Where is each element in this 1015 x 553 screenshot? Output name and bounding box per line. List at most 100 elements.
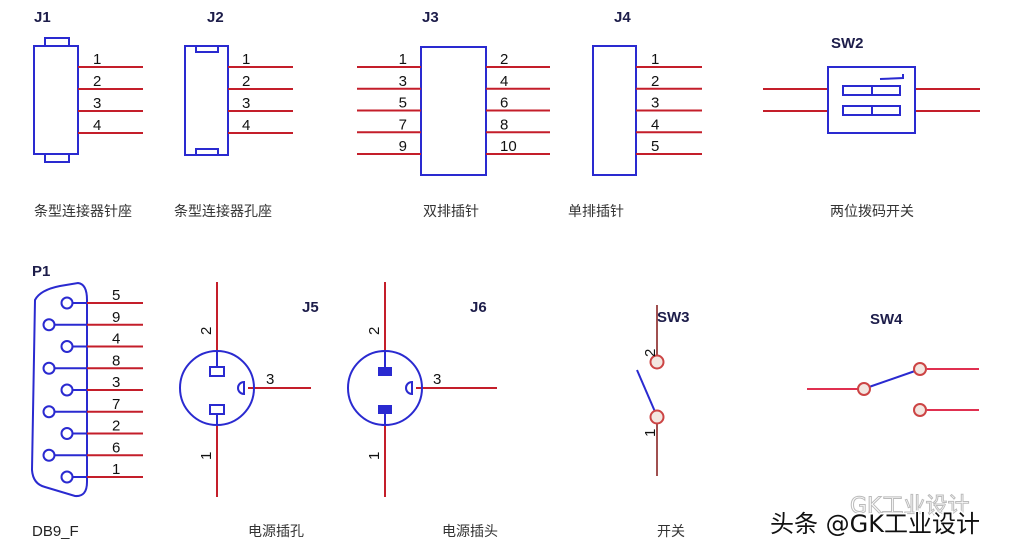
sw4-contact-2 bbox=[913, 403, 927, 417]
p1-pin-socket bbox=[60, 296, 74, 310]
p1-pin-number: 8 bbox=[112, 352, 120, 369]
sw2-body bbox=[827, 66, 916, 134]
j5-pin-bottom-number: 1 bbox=[198, 452, 215, 460]
sw3-contact-1 bbox=[649, 409, 665, 425]
j2-bottom-tab bbox=[195, 148, 219, 156]
j5-pin-side-number: 3 bbox=[266, 371, 274, 388]
j3-caption: 双排插针 bbox=[423, 204, 479, 220]
j5-caption: 电源插孔 bbox=[248, 524, 304, 540]
p1-pin-socket bbox=[60, 470, 74, 484]
sw3-blade bbox=[636, 369, 657, 415]
sw4-spdt-switch: SW4 bbox=[807, 311, 979, 417]
j4-pin-number: 5 bbox=[651, 138, 659, 155]
j5-ref: J5 bbox=[302, 299, 319, 316]
p1-shell bbox=[30, 281, 88, 498]
sw4-contact-common bbox=[857, 382, 871, 396]
j6-pin-bottom-number: 1 bbox=[366, 452, 383, 460]
j1-bottom-tab bbox=[44, 153, 70, 163]
j1-top-tab bbox=[44, 37, 70, 47]
j2-pin-number: 2 bbox=[242, 73, 250, 90]
j1-pin-number: 4 bbox=[93, 117, 101, 134]
j1-pin-number: 3 bbox=[93, 95, 101, 112]
p1-pin-socket bbox=[42, 448, 56, 462]
p1-pin-socket bbox=[42, 361, 56, 375]
j3-right-pin-number: 6 bbox=[500, 95, 508, 112]
p1-pin-number: 7 bbox=[112, 396, 120, 413]
p1-pin-number: 5 bbox=[112, 287, 120, 304]
j1-pin-number: 2 bbox=[93, 73, 101, 90]
j3-left-pin-number: 5 bbox=[399, 95, 407, 112]
j1-ref: J1 bbox=[34, 9, 51, 26]
sw2-arrow-icon bbox=[879, 74, 904, 80]
p1-pin-socket bbox=[42, 318, 56, 332]
p1-pin-socket bbox=[60, 383, 74, 397]
sw4-ref: SW4 bbox=[870, 311, 903, 328]
j4-body bbox=[592, 45, 637, 176]
p1-pin-socket bbox=[60, 340, 74, 353]
j6-pin-top-number: 2 bbox=[366, 327, 383, 335]
watermark-main: 头条 @GK工业设计 bbox=[770, 510, 980, 538]
j2-caption: 条型连接器孔座 bbox=[174, 203, 272, 220]
j6-caption: 电源插头 bbox=[442, 524, 498, 540]
j1-connector-pin-header: J1 条型连接器针座 1 2 3 4 bbox=[33, 9, 143, 220]
sw2-caption: 两位拨码开关 bbox=[830, 204, 914, 220]
sw3-caption: 开关 bbox=[657, 524, 685, 540]
j4-caption: 单排插针 bbox=[568, 204, 624, 220]
j5-pin-top-number: 2 bbox=[198, 327, 215, 335]
j2-body bbox=[184, 45, 229, 156]
sw2-ref: SW2 bbox=[831, 35, 864, 52]
j3-right-pin-number: 10 bbox=[500, 138, 517, 155]
j3-right-pin-number: 4 bbox=[500, 73, 508, 90]
j5-power-jack: J5 2 1 3 电源插孔 bbox=[179, 282, 319, 540]
j4-ref: J4 bbox=[614, 9, 631, 26]
j4-single-row-header: J4 单排插针 1 2 3 4 5 bbox=[568, 9, 702, 220]
j6-ref: J6 bbox=[470, 299, 487, 316]
watermark-faint: GK工业设计 bbox=[850, 494, 969, 519]
j6-side-contact bbox=[405, 380, 413, 396]
j2-top-tab bbox=[195, 45, 219, 53]
j6-pin-side-number: 3 bbox=[433, 371, 441, 388]
p1-pin-number: 2 bbox=[112, 418, 120, 435]
sw3-ref: SW3 bbox=[657, 309, 690, 326]
j2-ref: J2 bbox=[207, 9, 224, 26]
j3-ref: J3 bbox=[422, 9, 439, 26]
sw2-dip-switch: SW2 两位拨码开关 bbox=[763, 35, 980, 220]
sw4-contact-1 bbox=[913, 362, 927, 376]
j5-contact-bottom bbox=[209, 404, 225, 415]
j3-left-pin-number: 9 bbox=[399, 138, 407, 155]
j3-left-pin-number: 1 bbox=[399, 51, 407, 68]
j6-contact-bottom bbox=[378, 405, 392, 414]
p1-pin-socket bbox=[42, 405, 56, 419]
j3-left-pin-number: 3 bbox=[399, 73, 407, 90]
j5-side-contact bbox=[237, 380, 245, 396]
sw3-pin-bottom-number: 1 bbox=[642, 429, 659, 437]
j4-pin-number: 2 bbox=[651, 73, 659, 90]
j3-right-pin-number: 8 bbox=[500, 116, 508, 133]
j3-right-pin-number: 2 bbox=[500, 51, 508, 68]
j1-pin-number: 1 bbox=[93, 51, 101, 68]
j4-pin-number: 4 bbox=[651, 116, 659, 133]
j4-pin-number: 3 bbox=[651, 95, 659, 112]
p1-ref: P1 bbox=[32, 263, 50, 280]
sw3-pin-top-number: 2 bbox=[642, 349, 659, 357]
p1-pin-number: 1 bbox=[112, 461, 120, 478]
j5-contact-top bbox=[209, 366, 225, 377]
p1-pin-socket bbox=[60, 427, 74, 440]
sw3-switch: SW3 2 1 开关 bbox=[636, 305, 690, 540]
j6-power-plug: J6 2 1 3 电源插头 bbox=[347, 282, 498, 540]
sw3-contact-2 bbox=[649, 354, 665, 370]
p1-pin-number: 3 bbox=[112, 374, 120, 391]
j3-body bbox=[420, 46, 487, 176]
p1-pin-number: 6 bbox=[112, 439, 120, 456]
j2-pin-number: 3 bbox=[242, 95, 250, 112]
sw4-blade bbox=[868, 370, 916, 388]
p1-caption: DB9_F bbox=[32, 523, 79, 540]
j1-caption: 条型连接器针座 bbox=[34, 203, 132, 220]
j2-pin-number: 4 bbox=[242, 117, 250, 134]
j3-left-pin-number: 7 bbox=[399, 116, 407, 133]
j4-pin-number: 1 bbox=[651, 51, 659, 68]
p1-pin-number: 9 bbox=[112, 309, 120, 326]
